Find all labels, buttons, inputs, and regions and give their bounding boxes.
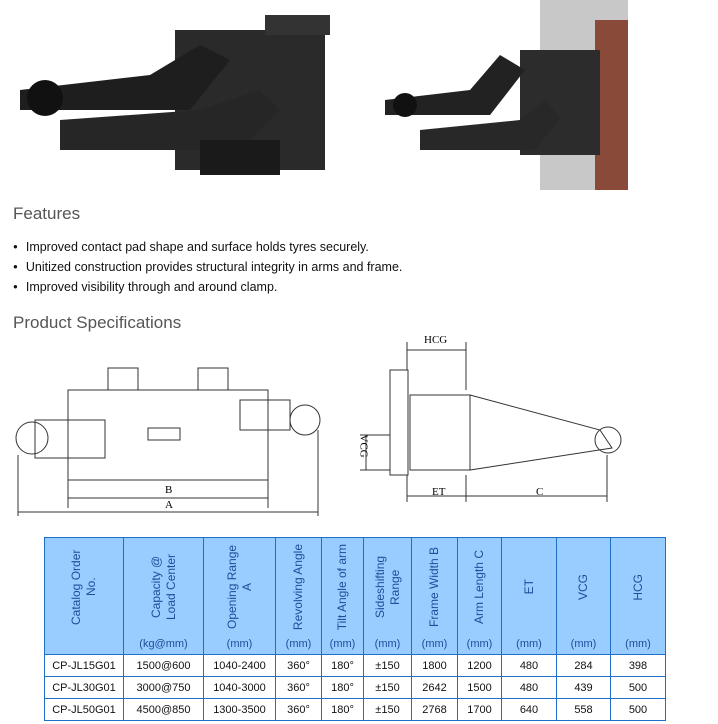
column-unit: (mm) xyxy=(374,638,401,650)
table-cell: 180° xyxy=(321,676,364,699)
column-label: Frame Width B xyxy=(427,546,441,627)
column-header: VCG (mm) xyxy=(556,537,611,655)
side-view-diagram xyxy=(360,342,622,502)
table-cell: 500 xyxy=(610,698,666,721)
table-cell: 398 xyxy=(610,654,666,677)
column-unit: (mm) xyxy=(285,638,312,650)
table-cell: 180° xyxy=(321,698,364,721)
column-unit: (mm) xyxy=(625,638,651,650)
dim-et-label: ET xyxy=(432,486,446,498)
column-header: HCG (mm) xyxy=(610,537,666,655)
table-cell: 360° xyxy=(275,654,322,677)
table-cell: 1040-3000 xyxy=(203,676,276,699)
table-cell: 480 xyxy=(501,654,557,677)
column-unit: (mm) xyxy=(421,638,448,650)
column-header: Tilt Angle of arm (mm) xyxy=(321,537,364,655)
table-cell: 360° xyxy=(275,698,322,721)
column-header: Arm Length C (mm) xyxy=(457,537,502,655)
column-unit: (mm) xyxy=(466,638,493,650)
clamp-photo-1 xyxy=(20,15,330,175)
table-cell: 480 xyxy=(501,676,557,699)
product-photos xyxy=(20,0,628,190)
column-label: Opening Range A xyxy=(224,544,254,630)
table-cell: 2768 xyxy=(411,698,458,721)
table-cell: 1500 xyxy=(457,676,502,699)
column-header: Frame Width B (mm) xyxy=(411,537,458,655)
dim-b-label: B xyxy=(165,484,173,496)
column-label: Capacity @ Load Center xyxy=(148,553,178,621)
table-cell: 1800 xyxy=(411,654,458,677)
column-label: VCG xyxy=(576,573,590,600)
table-cell: CP-JL50G01 xyxy=(44,698,124,721)
features-title: Features xyxy=(13,204,81,223)
column-header: ET (mm) xyxy=(501,537,557,655)
table-cell: CP-JL15G01 xyxy=(44,654,124,677)
table-cell: ±150 xyxy=(363,676,412,699)
feature-item: Improved visibility through and around c… xyxy=(13,277,402,297)
column-label: Catalog Order No. xyxy=(69,549,98,625)
column-header: Sideshifting Range (mm) xyxy=(363,537,412,655)
column-unit: (mm) xyxy=(570,638,597,650)
specs-title: Product Specifications xyxy=(13,313,182,332)
column-header: Revolving Angle (mm) xyxy=(275,537,322,655)
column-unit: (mm) xyxy=(516,638,542,650)
table-cell: 4500@850 xyxy=(123,698,204,721)
table-cell: 1700 xyxy=(457,698,502,721)
table-cell: 558 xyxy=(556,698,611,721)
table-cell: CP-JL30G01 xyxy=(44,676,124,699)
table-cell: 284 xyxy=(556,654,611,677)
dim-c-label: C xyxy=(536,486,544,498)
feature-item: Improved contact pad shape and surface h… xyxy=(13,237,402,257)
front-view-diagram xyxy=(15,367,321,516)
dim-vcg-label: VCG xyxy=(357,434,370,458)
column-header: Catalog Order No. xyxy=(44,537,124,655)
table-cell: 180° xyxy=(321,654,364,677)
column-unit: (mm) xyxy=(226,638,253,650)
spec-table: Catalog Order No. Capacity @ Load Center (… xyxy=(44,537,666,721)
column-label: Sideshifting Range xyxy=(372,555,402,619)
column-unit: (kg@mm) xyxy=(139,638,188,650)
table-cell: 1300-3500 xyxy=(203,698,276,721)
features-list: Improved contact pad shape and surface h… xyxy=(13,237,403,297)
table-cell: ±150 xyxy=(363,654,412,677)
column-label: Arm Length C xyxy=(472,549,486,625)
column-label: ET xyxy=(521,579,536,595)
feature-item: Unitized construction provides structura… xyxy=(13,257,403,277)
dim-a-label: A xyxy=(165,499,173,511)
column-label: Revolving Angle xyxy=(291,543,305,631)
column-unit: (mm) xyxy=(329,638,356,650)
table-cell: 439 xyxy=(556,676,611,699)
column-header: Opening Range A (mm) xyxy=(203,537,276,655)
table-cell: 1500@600 xyxy=(123,654,204,677)
column-label: HCG xyxy=(630,573,645,601)
table-cell: 2642 xyxy=(411,676,458,699)
dim-hcg-label: HCG xyxy=(424,334,448,346)
table-cell: 3000@750 xyxy=(123,676,204,699)
table-cell: 500 xyxy=(610,676,666,699)
table-cell: ±150 xyxy=(363,698,412,721)
column-label: Tilt Angle of arm xyxy=(335,543,349,631)
column-header: Capacity @ Load Center (kg@mm) xyxy=(123,537,204,655)
table-cell: 1040-2400 xyxy=(203,654,276,677)
table-cell: 360° xyxy=(275,676,322,699)
table-cell: 1200 xyxy=(457,654,502,677)
clamp-photo-2 xyxy=(385,0,628,190)
table-cell: 640 xyxy=(501,698,557,721)
